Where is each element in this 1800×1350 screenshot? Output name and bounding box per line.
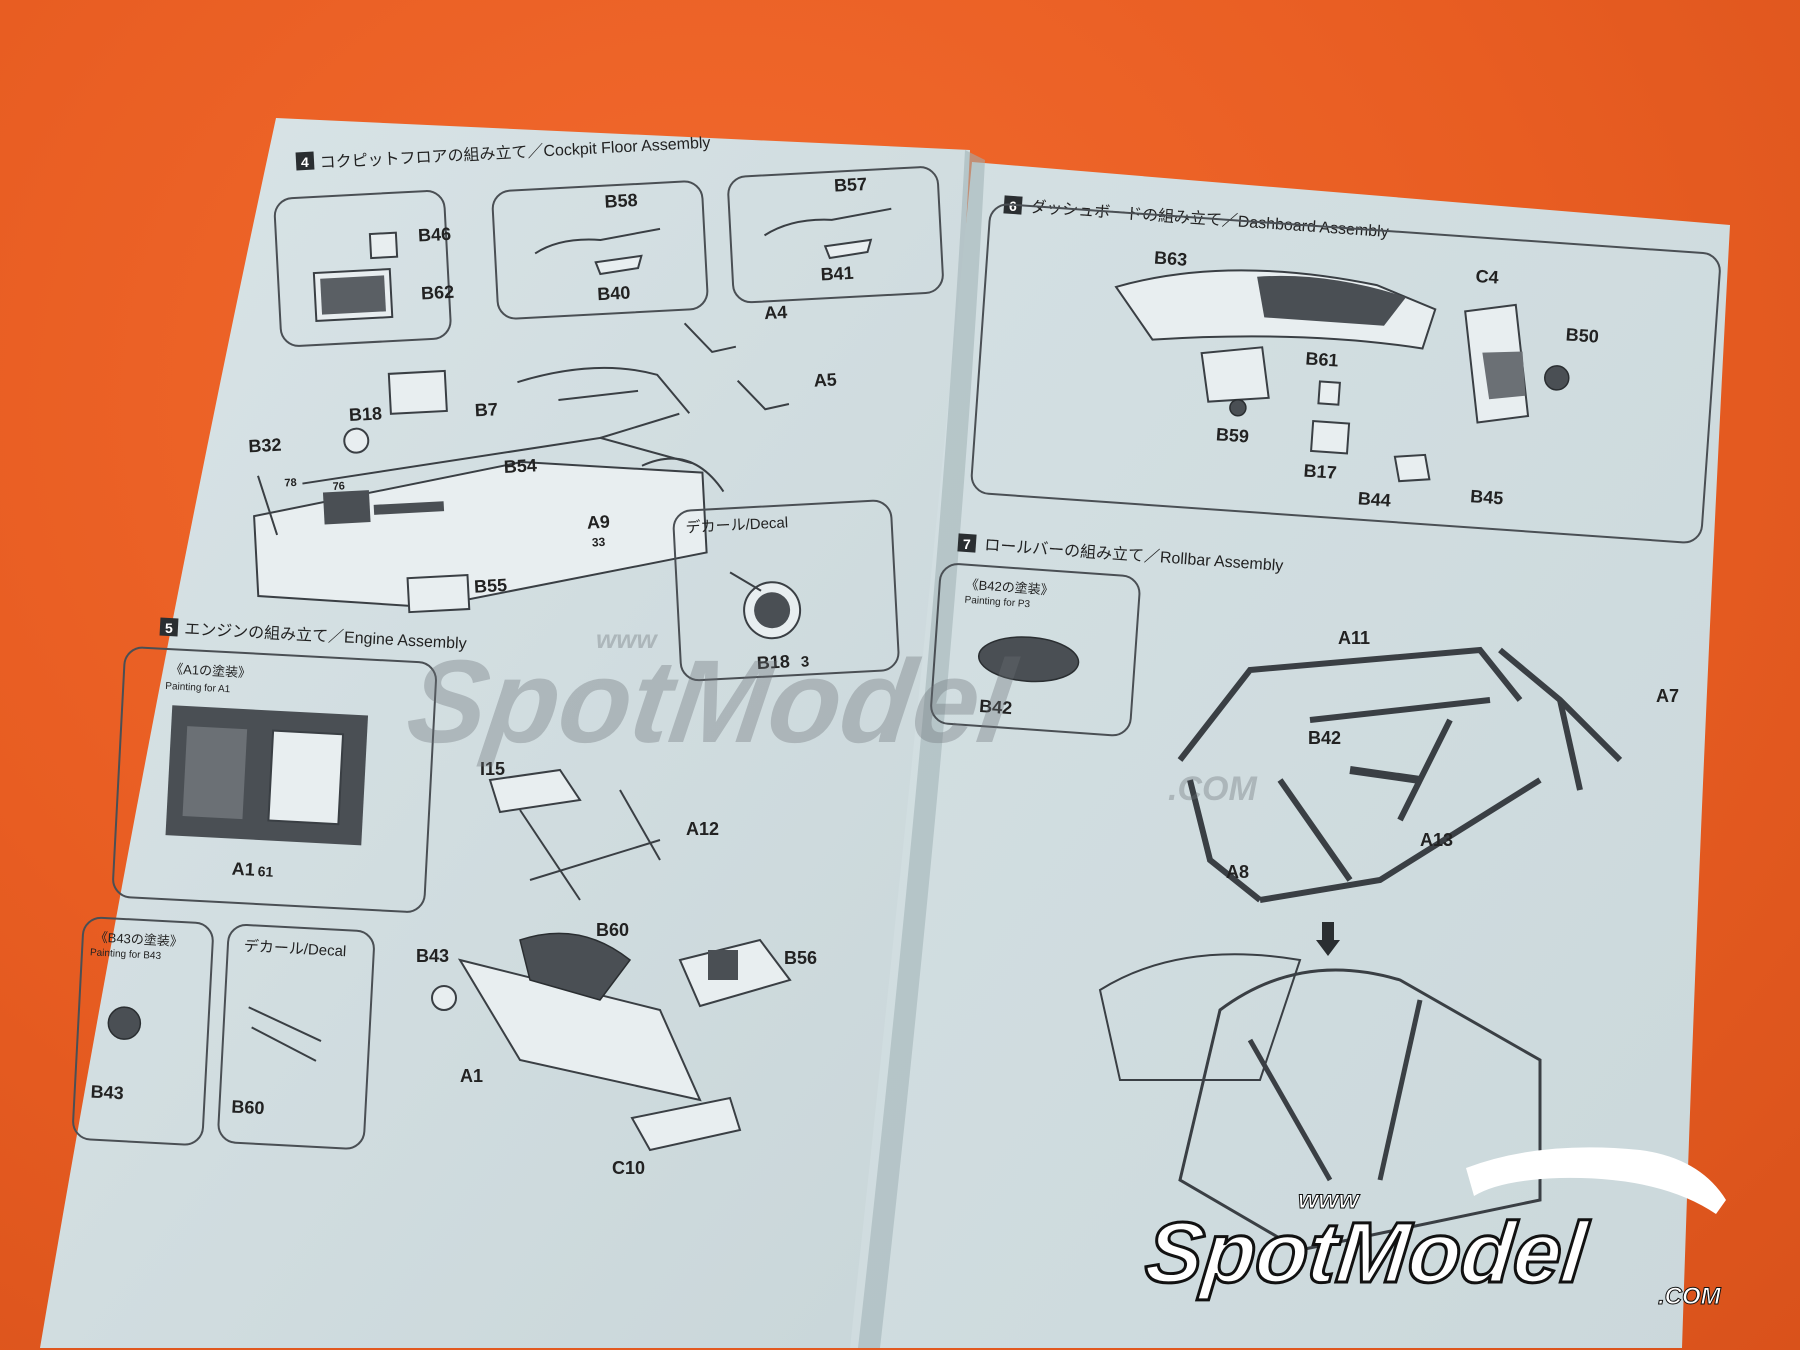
label-a11: A11 xyxy=(1338,628,1370,648)
label-a5: A5 xyxy=(813,369,837,390)
b43-painting-part: B43 xyxy=(90,1082,124,1104)
a1-painting-box: 《A1の塗装》 Painting for A1 A1 61 xyxy=(112,646,437,913)
logo-car-outline xyxy=(1466,1147,1726,1214)
label-a12: A12 xyxy=(686,819,719,839)
center-watermark-brand: SpotModel xyxy=(400,637,1024,768)
label-b56: B56 xyxy=(784,948,817,968)
decal-bottom-title: デカール/Decal xyxy=(243,937,346,960)
left-page xyxy=(40,118,970,1348)
label-c4: C4 xyxy=(1475,266,1499,288)
step4-box-b57 xyxy=(727,166,944,304)
decal-bottom-part: B60 xyxy=(231,1096,265,1118)
b42-painting-part: B42 xyxy=(979,696,1013,718)
a1-painting-code: 61 xyxy=(257,863,274,880)
label-b62: B62 xyxy=(421,282,455,304)
b42-painting-subtitle: Painting for P3 xyxy=(964,595,1031,611)
label-b42: B42 xyxy=(1308,728,1341,748)
a1-painting-title: 《A1の塗装》 xyxy=(170,661,252,680)
b43-painting-title: 《B43の塗装》 xyxy=(94,930,183,950)
a1-painting-part: A1 xyxy=(231,859,255,880)
label-b46: B46 xyxy=(418,224,452,246)
decal-top-title: デカール/Decal xyxy=(685,513,788,536)
label-b40: B40 xyxy=(597,283,631,305)
label-a13: A13 xyxy=(1420,830,1453,850)
b43-painting-box: 《B43の塗装》 Painting for B43 B43 xyxy=(72,916,214,1146)
decal-top-part: B18 xyxy=(756,651,790,673)
right-page xyxy=(850,162,1730,1348)
label-b59: B59 xyxy=(1215,424,1249,446)
label-b45: B45 xyxy=(1470,486,1504,508)
label-b41: B41 xyxy=(820,263,854,285)
rollbar-drawing xyxy=(1098,646,1623,1252)
engine-assembly-drawing: I15 A12 B60 B43 B56 A1 C10 xyxy=(416,759,817,1178)
code-78: 78 xyxy=(284,477,297,490)
step7-number: 7 xyxy=(963,536,971,552)
label-i15: I15 xyxy=(480,759,505,779)
label-b44: B44 xyxy=(1357,488,1391,510)
b42-painting-box: 《B42の塗装》 Painting for P3 B42 xyxy=(930,563,1141,737)
label-a7: A7 xyxy=(1656,686,1679,706)
label-b18: B18 xyxy=(348,403,382,425)
label-b55: B55 xyxy=(474,575,508,597)
label-b7: B7 xyxy=(474,399,498,420)
label-b61: B61 xyxy=(1305,348,1339,370)
step6-frame xyxy=(970,203,1721,544)
decal-top-code: 3 xyxy=(800,653,809,670)
step4-box-b46 xyxy=(273,190,452,347)
center-watermark-com: .COM xyxy=(1168,770,1257,808)
cockpit-floor-drawing: B18 B7 B32 B54 A9 B55 A4 A5 78 76 33 xyxy=(248,302,837,614)
step4-box-b58 xyxy=(491,180,709,320)
a1-painting-subtitle: Painting for A1 xyxy=(165,681,231,695)
center-watermark-www: www xyxy=(596,624,658,654)
decal-box-bottom: デカール/Decal B60 xyxy=(217,924,375,1150)
label-b43: B43 xyxy=(416,946,449,966)
b42-painting-title: 《B42の塗装》 xyxy=(965,577,1054,598)
logo-com: .COM xyxy=(1658,1283,1722,1310)
label-c10: C10 xyxy=(612,1158,645,1178)
label-b54: B54 xyxy=(503,455,537,477)
spotmodel-logo: www SpotModel .COM xyxy=(1140,1147,1726,1311)
decal-box-top: デカール/Decal B18 3 xyxy=(672,499,900,682)
code-33: 33 xyxy=(592,535,606,550)
center-watermark: www SpotModel .COM xyxy=(400,624,1257,808)
step6-number: 6 xyxy=(1009,198,1017,214)
label-a9: A9 xyxy=(586,512,610,533)
logo-brand: SpotModel xyxy=(1141,1205,1592,1301)
label-a1: A1 xyxy=(460,1066,483,1086)
step5-number: 5 xyxy=(165,620,173,636)
label-a8: A8 xyxy=(1226,862,1249,882)
label-b50: B50 xyxy=(1565,324,1599,346)
label-b32: B32 xyxy=(248,435,282,457)
label-b60: B60 xyxy=(596,920,629,940)
dashboard-drawing: B63 C4 B50 B61 B59 B17 B44 B45 xyxy=(1114,248,1599,511)
label-b57: B57 xyxy=(833,174,867,196)
label-a4: A4 xyxy=(764,302,788,323)
code-76: 76 xyxy=(332,480,345,493)
label-b63: B63 xyxy=(1153,248,1187,270)
step4-number: 4 xyxy=(301,154,309,170)
label-b58: B58 xyxy=(604,190,638,212)
label-b17: B17 xyxy=(1303,461,1337,483)
logo-www: www xyxy=(1298,1184,1360,1214)
b43-painting-subtitle: Painting for B43 xyxy=(90,947,162,962)
